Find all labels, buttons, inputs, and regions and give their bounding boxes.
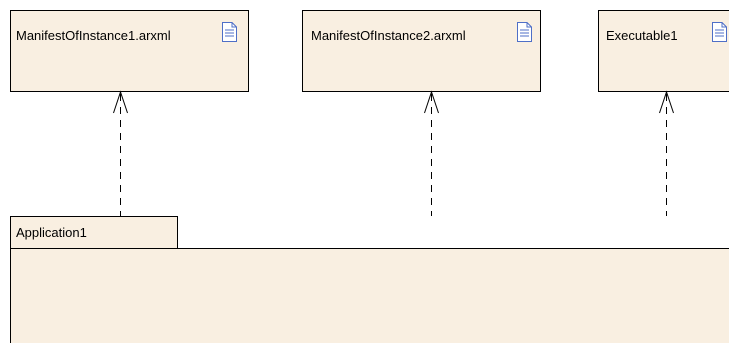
package-label: Application1	[16, 225, 87, 240]
arrowhead-icon	[424, 90, 439, 114]
artifact-manifest-1[interactable]: ManifestOfInstance1.arxml	[10, 10, 249, 92]
package-body	[10, 248, 729, 343]
artifact-label: Executable1	[606, 28, 678, 43]
document-icon	[517, 22, 532, 42]
artifact-executable[interactable]: Executable1	[598, 10, 729, 92]
artifact-label: ManifestOfInstance1.arxml	[16, 28, 171, 43]
dependency-arrow-2[interactable]	[424, 90, 439, 216]
artifact-label: ManifestOfInstance2.arxml	[311, 28, 466, 43]
artifact-box	[10, 10, 249, 92]
arrowhead-icon	[113, 90, 128, 114]
artifact-manifest-2[interactable]: ManifestOfInstance2.arxml	[302, 10, 541, 92]
dependency-arrow-3[interactable]	[659, 90, 674, 216]
package-tab	[10, 216, 178, 249]
document-icon	[712, 22, 727, 42]
artifact-box	[598, 10, 729, 92]
arrowhead-icon	[659, 90, 674, 114]
artifact-box	[302, 10, 541, 92]
dependency-arrow-1[interactable]	[113, 90, 128, 216]
document-icon	[222, 22, 237, 42]
package-application[interactable]: Application1	[10, 216, 729, 343]
